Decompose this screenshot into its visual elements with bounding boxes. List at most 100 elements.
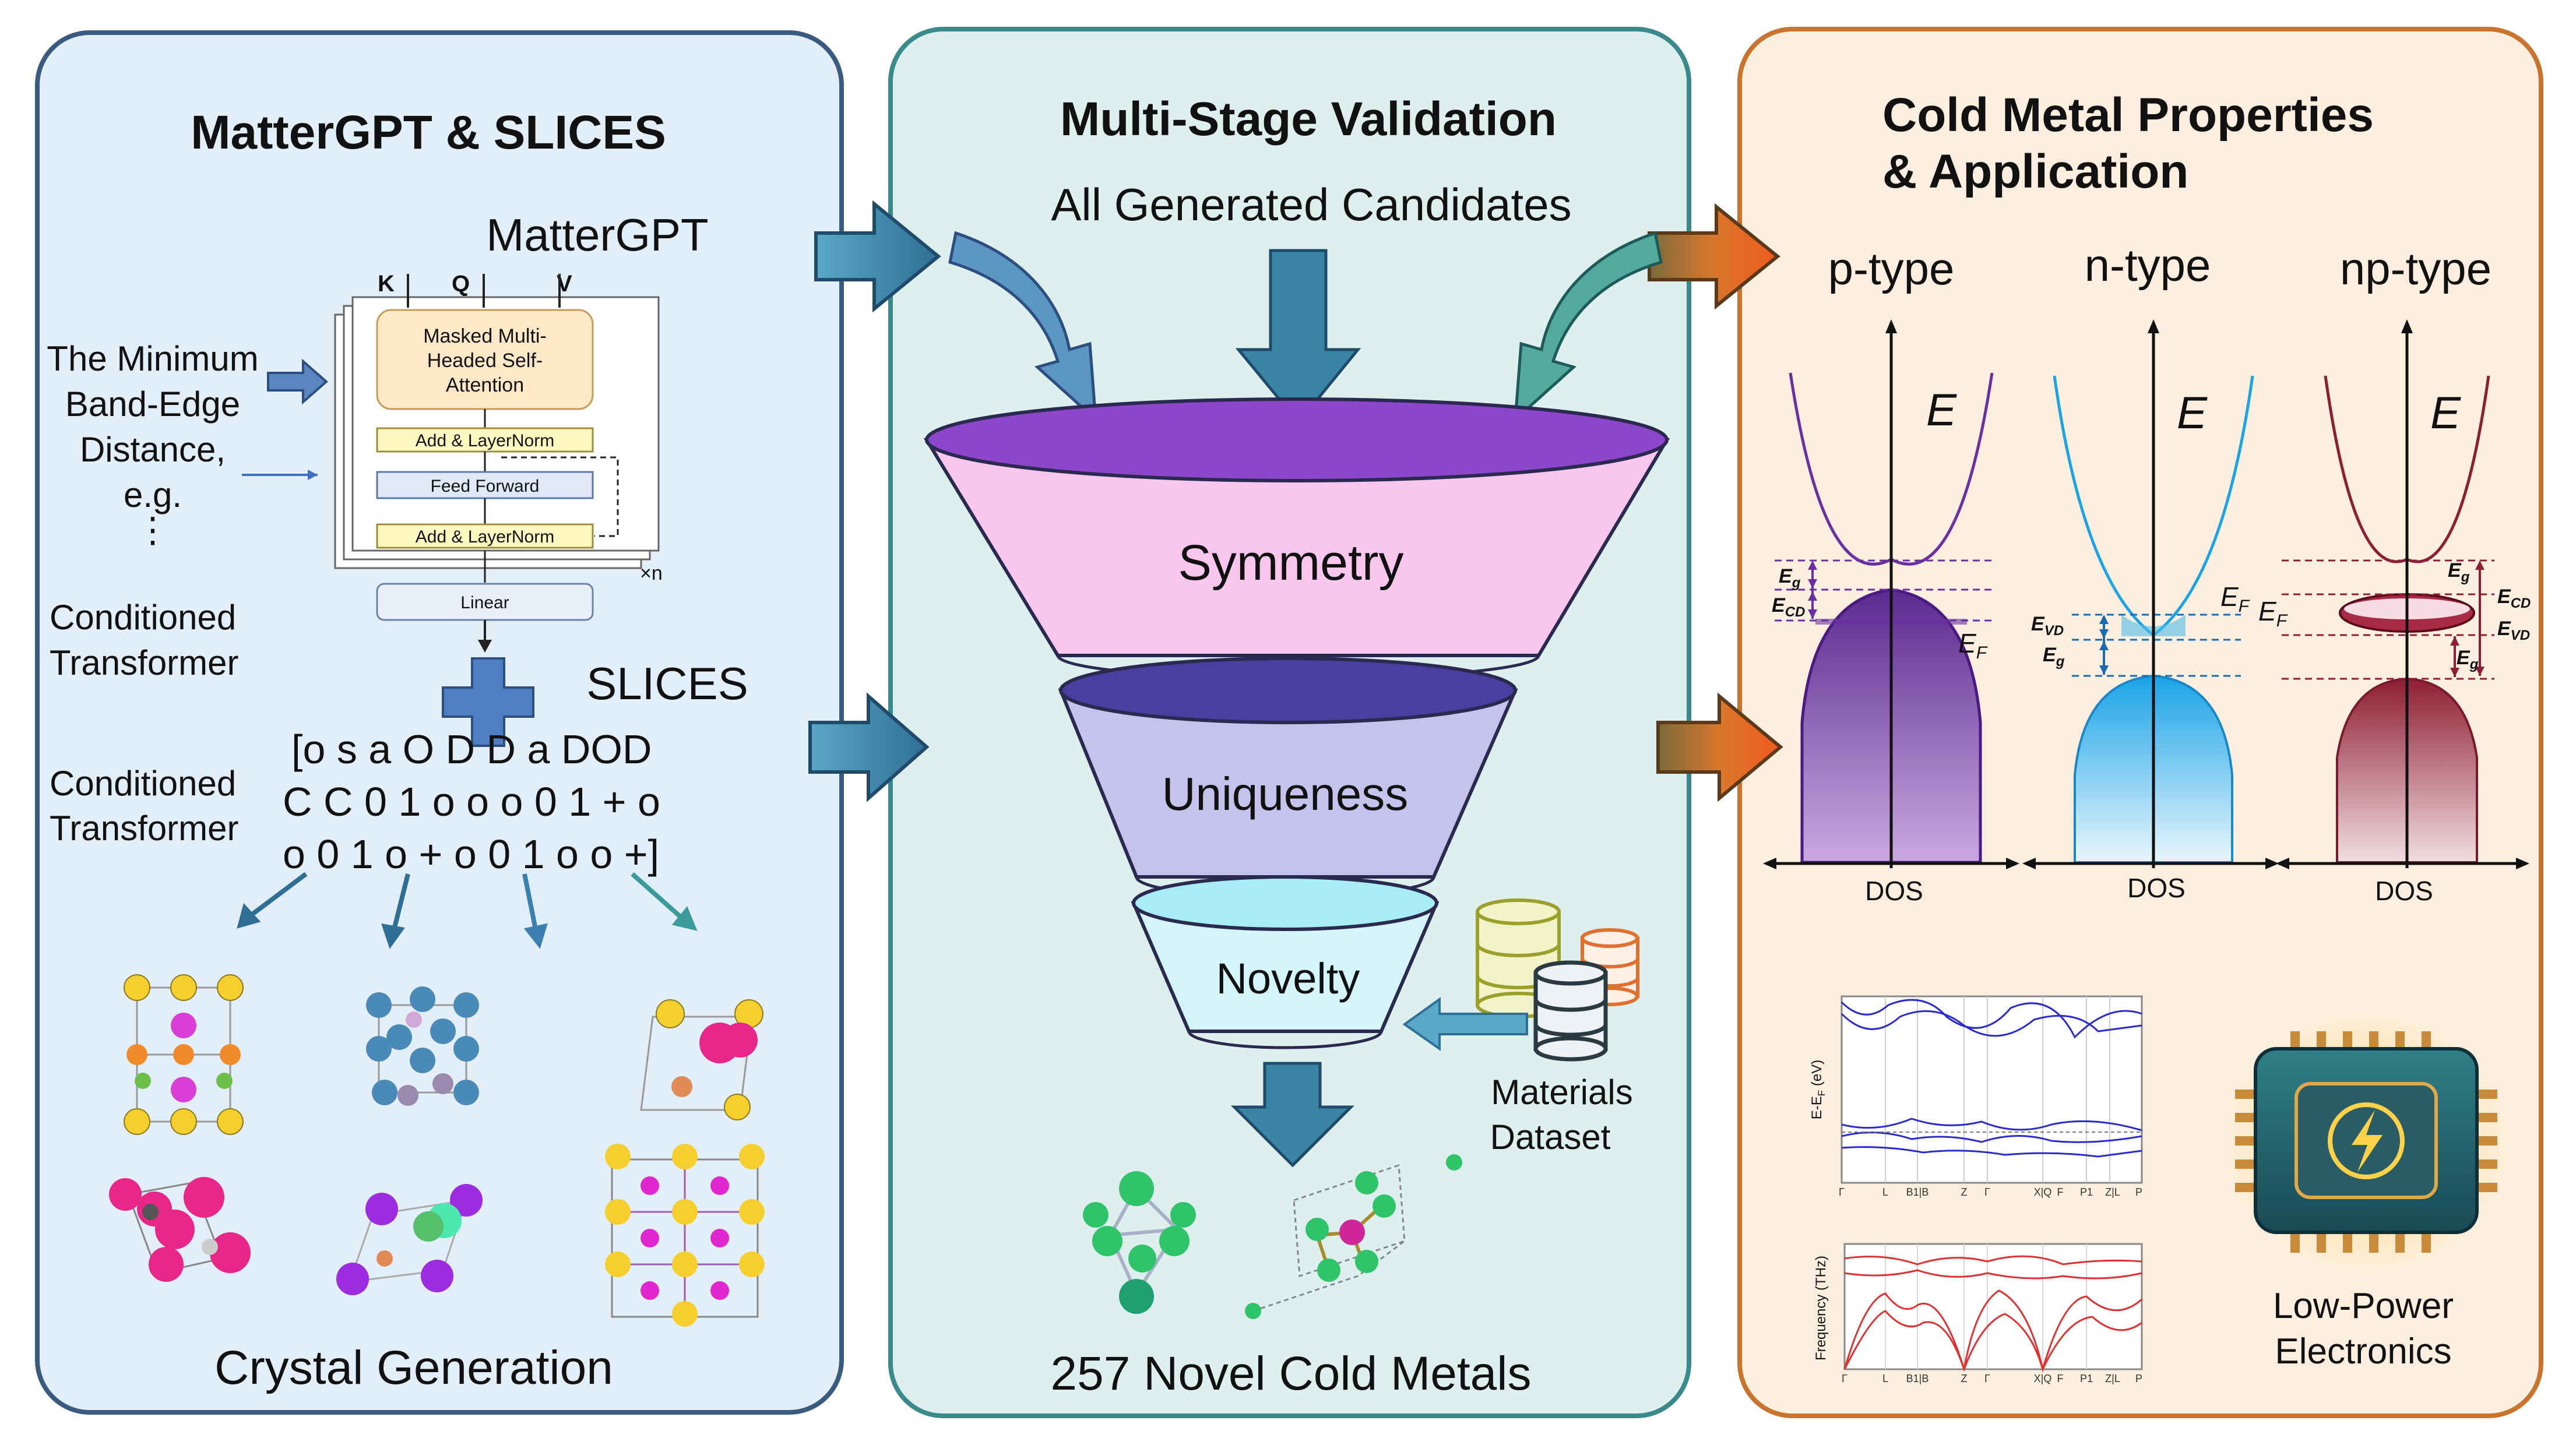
svg-text:Band-Edge: Band-Edge	[65, 385, 240, 424]
svg-text:P1: P1	[2080, 1373, 2093, 1384]
stage-label-uniqueness: Uniqueness	[1162, 768, 1409, 820]
band-diagram-np-type	[2276, 319, 2529, 869]
svg-text:ECD: ECD	[1772, 594, 1805, 620]
svg-text:p-type: p-type	[1828, 243, 1955, 294]
svg-text:Transformer: Transformer	[50, 643, 239, 682]
svg-text:EF: EF	[2220, 581, 2250, 616]
svg-text:Low-Power: Low-Power	[2273, 1286, 2454, 1326]
crystal-structure-4	[109, 1177, 251, 1282]
feed-forward-label: Feed Forward	[431, 477, 540, 496]
svg-text:EVD: EVD	[2031, 613, 2064, 639]
left-panel-footer: Crystal Generation	[214, 1341, 613, 1394]
svg-text:B1|B: B1|B	[1906, 1186, 1929, 1198]
left-panel-title: MatterGPT & SLICES	[191, 106, 666, 159]
condition-arrow-icon	[267, 358, 329, 405]
funnel-stage-uniqueness	[1058, 657, 1518, 899]
band-diagram-p-type	[1763, 319, 2019, 869]
crystal-structure-1	[124, 974, 244, 1135]
svg-text:F: F	[2057, 1186, 2064, 1198]
electronics-label: Low-Power Electronics	[2273, 1286, 2454, 1372]
p-type-dos-label: DOS	[1865, 876, 1923, 906]
svg-text:np-type: np-type	[2340, 243, 2491, 294]
generation-arrows	[237, 872, 698, 949]
arrow-left-to-mid-bottom	[808, 692, 930, 802]
svg-text:& Application: & Application	[1882, 145, 2188, 198]
svg-text:C C 0 1 o o o 0 1 + o: C C 0 1 o o o 0 1 + o	[283, 779, 660, 824]
repeat-label: ×n	[640, 562, 663, 584]
crystal-structure-2	[366, 986, 479, 1106]
svg-text:Eg: Eg	[2043, 644, 2065, 669]
crystal-structure-3	[640, 999, 763, 1120]
dataset-arrow-icon	[1402, 997, 1528, 1051]
svg-text:Γ: Γ	[1842, 1373, 1847, 1384]
svg-text:Cold Metal Properties: Cold Metal Properties	[1882, 89, 2374, 142]
svg-text:ECD: ECD	[2497, 586, 2531, 611]
svg-text:P: P	[2135, 1186, 2142, 1198]
phonon-ylabel: Frequency (THz)	[1813, 1256, 1829, 1360]
svg-text:n-type: n-type	[2085, 239, 2211, 291]
n-type-dos-label: DOS	[2127, 873, 2186, 903]
svg-text:Γ: Γ	[1984, 1373, 1990, 1384]
band-diagram-n-type	[2022, 319, 2279, 869]
arrow-mid-to-right-bottom	[1656, 692, 1783, 802]
cold-metal-structure-1	[1083, 1171, 1196, 1314]
svg-text:Transformer: Transformer	[50, 809, 239, 848]
arrow-mid-to-right-top	[1648, 203, 1780, 310]
cond-transformer-label-1: Conditioned Transformer	[50, 598, 239, 682]
svg-text:Distance,: Distance,	[80, 430, 226, 469]
svg-text:Conditioned: Conditioned	[50, 598, 236, 637]
svg-text:Eg: Eg	[1779, 565, 1801, 591]
svg-text:Attention: Attention	[446, 374, 524, 396]
svg-text:Γ: Γ	[1839, 1186, 1845, 1198]
svg-text:EF: EF	[1958, 628, 1988, 662]
svg-text:Z: Z	[1961, 1186, 1968, 1198]
svg-text:Q: Q	[452, 271, 470, 297]
add-norm-box-1	[376, 427, 594, 453]
np-type-dos-label: DOS	[2375, 876, 2433, 906]
svg-text:o 0 1 o + o 0 1 o o +]: o 0 1 o + o 0 1 o o +]	[283, 831, 659, 877]
n-type-energy-axis-label: E	[2177, 387, 2208, 438]
arrow-left-to-mid-top	[814, 200, 941, 313]
p-type-level-labels: Eg ECD EF	[1772, 565, 1988, 662]
svg-text:Electronics: Electronics	[2275, 1331, 2451, 1372]
np-type-energy-axis-label: E	[2430, 387, 2461, 438]
output-arrow-icon	[1230, 1062, 1355, 1168]
attention-label: Masked Multi- Headed Self- Attention	[423, 325, 547, 396]
slices-label: SLICES	[586, 658, 748, 709]
stage-label-novelty: Novelty	[1216, 954, 1360, 1003]
mattergpt-label: MatterGPT	[486, 209, 708, 260]
svg-text:e.g.: e.g.	[124, 475, 182, 514]
svg-text:K: K	[378, 271, 395, 297]
svg-text:L: L	[1882, 1373, 1888, 1384]
slices-string: [o s a O D D a DOD C C 0 1 o o o 0 1 + o…	[283, 727, 660, 877]
svg-text:Eg: Eg	[2457, 647, 2479, 672]
add-norm-label-1: Add & LayerNorm	[416, 431, 554, 450]
doping-type-labels: p-type n-type np-type	[1828, 239, 2491, 294]
kqv-inputs: K Q V	[378, 271, 572, 308]
funnel-stage-novelty	[1131, 875, 1440, 1049]
cold-metal-structure-2	[1245, 1154, 1462, 1319]
svg-text:⋮: ⋮	[135, 510, 170, 549]
plus-icon	[442, 657, 534, 747]
middle-panel-footer: 257 Novel Cold Metals	[1051, 1347, 1532, 1400]
svg-text:F: F	[2057, 1373, 2064, 1384]
band-structure-ylabel: E-EF (eV)	[1809, 1060, 1827, 1119]
svg-text:Γ: Γ	[1984, 1186, 1990, 1198]
right-panel-title: Cold Metal Properties & Application	[1882, 89, 2374, 198]
svg-text:Z|L: Z|L	[2105, 1186, 2120, 1198]
svg-text:[o s a O D D a DOD: [o s a O D D a DOD	[291, 727, 652, 772]
n-type-level-labels: EVD Eg EF EF	[2031, 581, 2288, 669]
svg-text:Dataset: Dataset	[1490, 1118, 1611, 1157]
funnel-stage-symmetry	[923, 397, 1670, 681]
svg-text:EVD: EVD	[2497, 618, 2530, 643]
cond-transformer-label-2: Conditioned Transformer	[50, 764, 239, 848]
phonon-kpath: Γ L B1|B Z Γ X|Q F P1 Z|L P	[1842, 1373, 2142, 1384]
feed-forward-box	[376, 471, 594, 499]
svg-text:Z|L: Z|L	[2105, 1373, 2120, 1384]
svg-text:Z: Z	[1961, 1373, 1968, 1384]
p-type-energy-axis-label: E	[1926, 384, 1957, 435]
svg-text:Headed Self-: Headed Self-	[427, 350, 543, 372]
add-norm-box-2	[376, 523, 594, 549]
crystal-structure-6	[605, 1144, 765, 1327]
